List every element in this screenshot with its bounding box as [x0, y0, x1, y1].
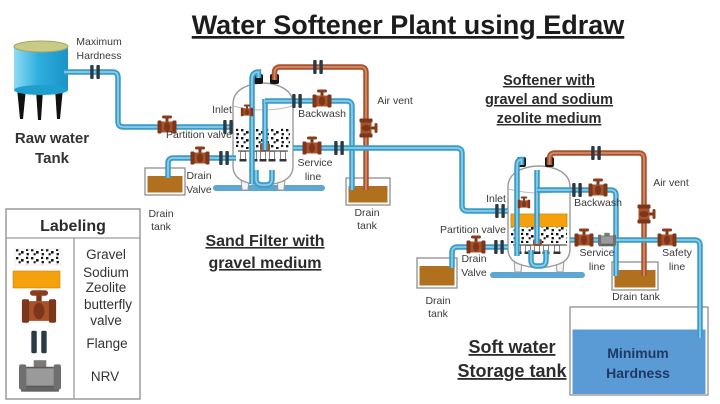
label-air-vent-sand: Air vent: [377, 95, 413, 107]
legend-label-zeolite: Zeolite: [86, 280, 127, 295]
label-drain-valve-softener-2: Valve: [461, 267, 487, 279]
raw-water-tank: [13, 40, 69, 120]
tank-leg: [55, 88, 63, 119]
drain-tank-bottom-left: [416, 257, 458, 289]
heading-softener: Softener with gravel and sodium zeolite …: [485, 73, 613, 127]
label-backwash-sand: Backwash: [298, 108, 346, 120]
label-air-vent-softener: Air vent: [653, 177, 689, 189]
butterfly-valve-icon: [657, 228, 677, 247]
diagram-labels: Maximum Hardness Raw water Tank Inlet Pa…: [15, 36, 693, 320]
label-drain-tank-middle-2: tank: [357, 220, 378, 232]
butterfly-valve-icon: [312, 89, 332, 108]
butterfly-valve-icon: [302, 136, 322, 155]
pipe-raw-water: [64, 72, 233, 127]
label-drain-tank-bottom-left-2: tank: [428, 308, 449, 320]
label-drain-valve-sand-1: Drain: [186, 170, 211, 182]
storage-tank-water: [572, 329, 706, 394]
butterfly-valve-icon: [190, 146, 210, 165]
air-vent-valve-icon: [359, 118, 378, 138]
label-safety-line-1: Safety: [662, 247, 693, 259]
label-safety-line-2: line: [669, 261, 686, 273]
butterfly-valve-icon: [574, 228, 594, 247]
tank-leg: [17, 88, 26, 119]
legend-label-butterfly: butterfly: [84, 297, 132, 312]
legend-label-gravel: Gravel: [86, 247, 126, 262]
heading-softener-line1: Softener with: [503, 73, 595, 89]
label-partition-valve-softener: Partition valve: [440, 224, 506, 236]
heading-storage-line2: Storage tank: [457, 361, 567, 381]
storage-tank: Minimum Hardness: [569, 306, 709, 396]
label-partition-valve-sand: Partition valve: [166, 129, 232, 141]
heading-softener-line2: gravel and sodium: [485, 92, 613, 108]
drain-tank-left: [144, 167, 186, 196]
minimum-hardness-line1: Minimum: [607, 345, 668, 361]
label-drain-valve-softener-1: Drain: [461, 253, 486, 265]
air-vent-valve-icon: [637, 204, 656, 224]
label-drain-tank-left-1: Drain: [148, 208, 173, 220]
label-drain-tank-bottom-left-1: Drain: [425, 295, 450, 307]
legend: Labeling Gravel Sodium Zeolite butterfly…: [5, 208, 141, 400]
legend-label-nrv: NRV: [91, 369, 119, 384]
label-service-line-softener-1: Service: [579, 247, 614, 259]
legend-label-flange: Flange: [86, 336, 127, 351]
ground-bar-sand: [213, 185, 325, 191]
sodium-zeolite-swatch: [12, 270, 61, 289]
minimum-hardness-line2: Hardness: [606, 365, 670, 381]
label-maximum-hardness-2: Hardness: [77, 50, 122, 62]
label-drain-tank-right: Drain tank: [612, 291, 661, 303]
butterfly-valve-icon: [588, 178, 608, 197]
butterfly-valve-icon: [466, 235, 486, 254]
heading-sand-filter-line1: Sand Filter with: [205, 233, 324, 250]
gravel-swatch: [14, 248, 62, 266]
legend-header: Labeling: [40, 218, 106, 235]
label-inlet-sand: Inlet: [212, 104, 232, 116]
heading-storage: Soft water Storage tank: [457, 337, 567, 381]
label-service-line-softener-2: line: [589, 261, 606, 273]
label-drain-valve-sand-2: Valve: [186, 184, 212, 196]
label-service-line-sand-2: line: [305, 171, 322, 183]
tank-leg: [36, 90, 43, 120]
legend-label-valve: valve: [90, 313, 122, 328]
nrv-icon: [17, 359, 63, 393]
label-backwash-softener: Backwash: [574, 197, 622, 209]
label-service-line-sand-1: Service: [297, 157, 332, 169]
label-drain-tank-middle-1: Drain: [354, 207, 379, 219]
nrv-icon: [597, 232, 617, 247]
label-raw-water-tank-2: Tank: [35, 150, 70, 167]
label-maximum-hardness-1: Maximum: [76, 36, 122, 48]
legend-label-sodium: Sodium: [83, 265, 129, 280]
label-raw-water-tank-1: Raw water: [15, 130, 89, 147]
label-inlet-softener: Inlet: [486, 193, 506, 205]
ground-bar-softener: [490, 272, 585, 278]
heading-softener-line3: zeolite medium: [497, 111, 602, 127]
page-title: Water Softener Plant using Edraw: [192, 10, 626, 40]
heading-sand-filter: Sand Filter with gravel medium: [205, 233, 324, 272]
drain-tank-right: [611, 261, 659, 291]
heading-storage-line1: Soft water: [468, 337, 555, 357]
label-drain-tank-left-2: tank: [151, 221, 172, 233]
heading-sand-filter-line2: gravel medium: [209, 255, 322, 272]
